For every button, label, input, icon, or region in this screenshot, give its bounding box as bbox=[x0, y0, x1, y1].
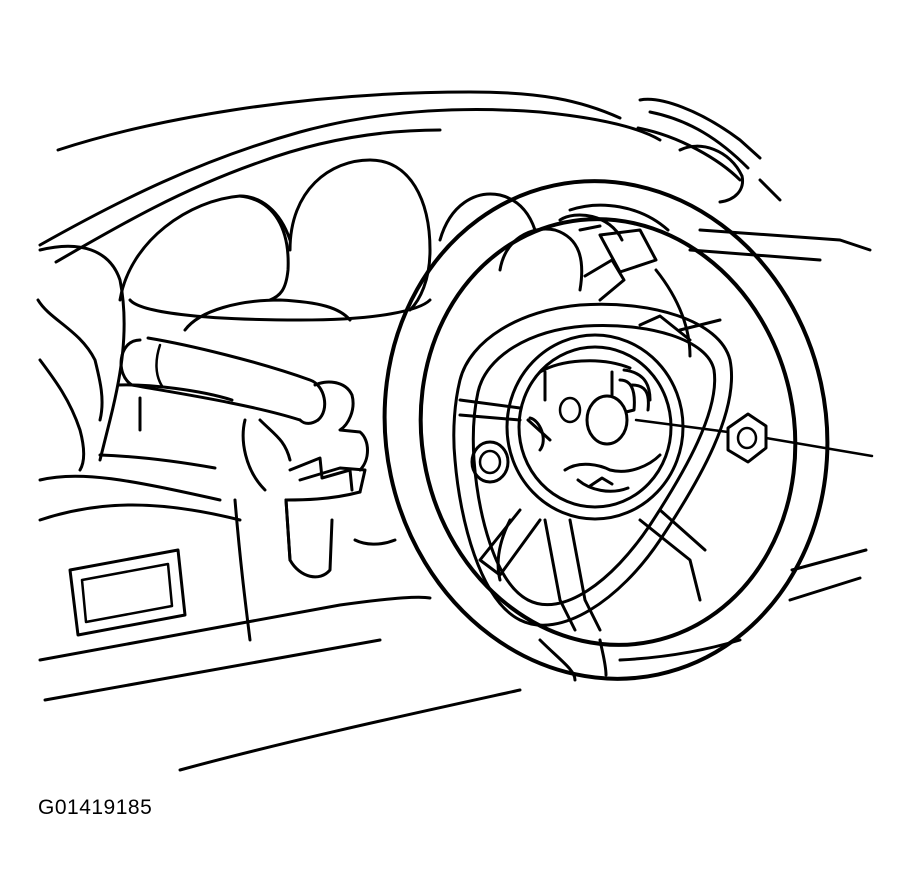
hub-centre bbox=[526, 359, 662, 493]
left-dashboard bbox=[36, 244, 522, 772]
steering-wheel-rim bbox=[382, 179, 830, 681]
steering-wheel-spokes bbox=[458, 314, 722, 632]
dashboard-top-contour bbox=[38, 90, 662, 264]
column-shroud bbox=[183, 298, 397, 579]
lower-dashboard-right bbox=[538, 548, 868, 682]
right-retaining-nut bbox=[634, 412, 768, 464]
turn-signal-stalk bbox=[119, 336, 327, 425]
steering-column bbox=[568, 203, 692, 358]
instrument-cluster bbox=[118, 158, 624, 322]
left-retaining-bolt bbox=[470, 440, 510, 484]
figure-code: G01419185 bbox=[38, 796, 153, 819]
callout-leader-line bbox=[764, 436, 874, 458]
